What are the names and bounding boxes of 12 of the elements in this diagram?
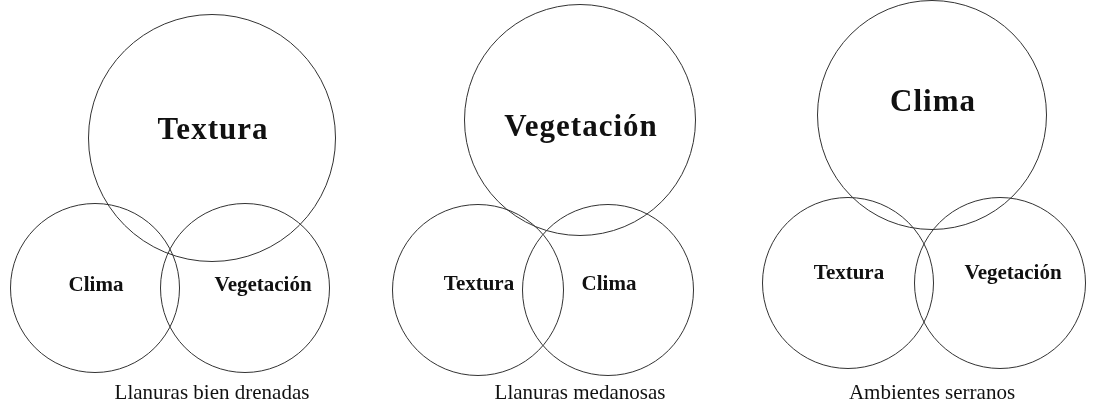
circle-label: Vegetación: [214, 271, 312, 297]
circle-label: Textura: [813, 259, 885, 285]
circle-label: Vegetación: [504, 108, 658, 144]
caption: Llanuras bien drenadas: [114, 380, 310, 405]
circle-label: Clima: [890, 83, 976, 119]
caption: Llanuras medanosas: [494, 380, 666, 405]
circle-label: Clima: [581, 270, 637, 296]
circle-label: Clima: [68, 271, 124, 297]
caption: Ambientes serranos: [848, 380, 1016, 405]
circle-label: Textura: [157, 111, 269, 147]
circle-label: Textura: [443, 270, 515, 296]
circle-label: Vegetación: [964, 259, 1062, 285]
